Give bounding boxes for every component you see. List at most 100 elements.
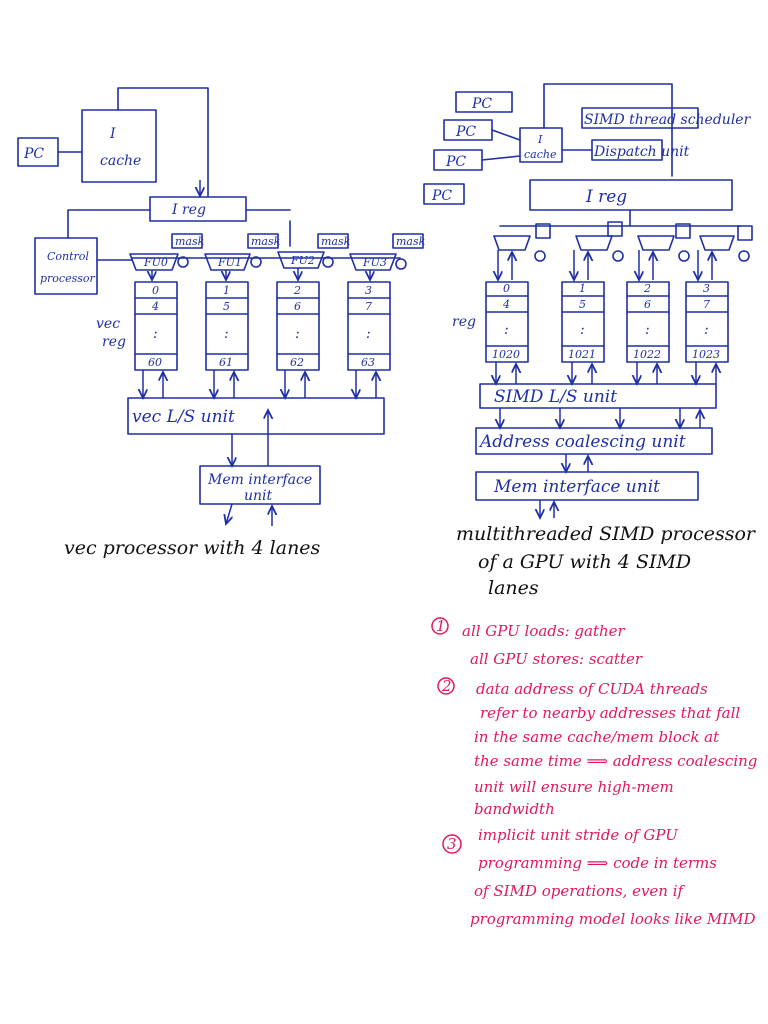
left-lane-dots: : — [366, 326, 371, 342]
left-control-label-2: processor — [40, 272, 96, 285]
left-lane-top: 3 — [365, 284, 372, 297]
right-lane-second: 5 — [579, 298, 586, 311]
right-lane-second: 6 — [644, 298, 651, 311]
note-2-marker: 2 — [441, 677, 452, 695]
right-ls-unit-label: SIMD L/S unit — [494, 387, 617, 407]
left-lane-1: FU1 mask 1 5 : 61 — [204, 233, 281, 398]
left-ireg-box — [149, 196, 247, 222]
right-lane-second: 7 — [703, 298, 710, 311]
left-ireg-label: I reg — [171, 202, 206, 218]
right-scheduler-box — [581, 107, 699, 129]
right-mem-label: Mem interface unit — [493, 477, 660, 497]
right-lane-top: 0 — [503, 282, 510, 295]
note-3-line-2: programming ⟹ code in terms — [478, 854, 717, 872]
right-lane-3: 3 7 : 1023 — [685, 225, 753, 384]
right-reg-column — [561, 281, 605, 363]
right-ireg-box — [529, 179, 733, 211]
annotation-notes: 1 all GPU loads: gather all GPU stores: … — [431, 617, 757, 928]
right-caption-1: multithreaded SIMD processor — [456, 523, 757, 545]
left-lane-second: 6 — [294, 300, 301, 313]
right-lane-dots: : — [645, 322, 650, 338]
right-caption-2: of a GPU with 4 SIMD — [478, 551, 691, 573]
right-reg-column — [485, 281, 529, 363]
right-lane-bottom: 1021 — [568, 348, 596, 361]
note-1-line-1: all GPU loads: gather — [462, 622, 626, 640]
left-ls-unit-label: vec L/S unit — [132, 407, 235, 427]
left-fu-label: FU0 — [143, 256, 168, 269]
note-1-marker-circle — [431, 617, 449, 635]
left-control-label-1: Control — [47, 250, 89, 263]
right-coalescing-box — [475, 427, 713, 455]
left-vec-reg-label-1: vec — [96, 316, 120, 332]
left-lane-bottom: 62 — [290, 356, 304, 369]
right-reg-label: reg — [452, 314, 476, 330]
right-pc-label: PC — [445, 154, 466, 170]
right-ls-unit-box — [479, 383, 717, 409]
note-1-marker: 1 — [436, 617, 446, 635]
right-lane-dots: : — [580, 322, 585, 338]
left-lane-dots: : — [224, 326, 229, 342]
right-lane-bottom: 1023 — [692, 348, 720, 361]
left-lane-second: 4 — [151, 300, 159, 313]
left-lane-2: FU2 mask 2 6 : 62 — [276, 233, 351, 398]
left-mem-label-1: Mem interface — [207, 472, 312, 488]
note-2-line-2: refer to nearby addresses that fall — [480, 704, 740, 722]
right-lane-dots: : — [704, 322, 709, 338]
right-lane-1: 1 5 : 1021 — [561, 221, 624, 384]
right-dispatch-box — [591, 139, 663, 161]
left-vec-reg-label-2: reg — [102, 334, 126, 350]
right-reg-column — [626, 281, 670, 363]
left-icache-label-2: cache — [100, 153, 141, 169]
right-lane-top: 1 — [579, 282, 586, 295]
left-mask-label: mask — [175, 235, 205, 248]
left-mem-interface-box — [199, 465, 321, 505]
right-pc-label: PC — [455, 124, 476, 140]
right-lane-second: 4 — [502, 298, 510, 311]
right-pc-label: PC — [431, 188, 452, 204]
left-lane-bottom: 63 — [361, 356, 375, 369]
left-lane-top: 0 — [152, 284, 159, 297]
left-ls-unit-box — [127, 397, 385, 435]
left-lane-second: 5 — [223, 300, 230, 313]
left-fu-label: FU1 — [217, 256, 242, 269]
left-pc-label: PC — [23, 146, 44, 162]
note-2-line-4: the same time ⟹ address coalescing — [474, 752, 757, 770]
right-coalescing-label: Address coalescing unit — [478, 432, 686, 452]
left-lane-top: 2 — [293, 284, 301, 297]
left-lane-3: FU3 mask 3 7 : 63 — [347, 233, 426, 398]
vector-processor-diagram: PC I cache I reg Control processor FU0 m… — [17, 87, 426, 559]
right-dispatch-label: Dispatch unit — [593, 144, 690, 160]
left-lane-dots: : — [295, 326, 300, 342]
note-1-line-2: all GPU stores: scatter — [470, 650, 643, 668]
right-pc-box — [423, 183, 465, 205]
left-mask-label: mask — [396, 235, 426, 248]
left-caption: vec processor with 4 lanes — [64, 537, 321, 559]
left-lane-dots: : — [153, 326, 158, 342]
note-3-marker-circle — [442, 834, 462, 854]
left-lane-second: 7 — [365, 300, 372, 313]
right-icache-label-2: cache — [524, 148, 557, 161]
left-icache-label-1: I — [109, 126, 116, 142]
right-lane-2: 2 6 : 1022 — [626, 223, 691, 384]
left-mask-label: mask — [321, 235, 351, 248]
left-mask-label: mask — [251, 235, 281, 248]
left-control-processor-box — [34, 237, 98, 295]
note-2-marker-circle — [437, 677, 455, 695]
right-caption-3: lanes — [488, 577, 539, 599]
right-scheduler-label: SIMD thread scheduler — [584, 112, 752, 128]
right-icache-box — [519, 127, 563, 163]
note-3-line-4: programming model looks like MIMD — [470, 910, 756, 928]
note-2-line-6: bandwidth — [474, 800, 555, 818]
note-3-marker: 3 — [447, 835, 457, 853]
left-fu-label: FU3 — [362, 256, 387, 269]
left-mem-label-2: unit — [244, 488, 273, 504]
right-mem-interface-box — [475, 471, 699, 501]
right-icache-label-1: I — [537, 133, 543, 146]
right-pc-label: PC — [471, 96, 492, 112]
note-2-line-3: in the same cache/mem block at — [474, 728, 720, 746]
simd-processor-diagram: PC PC PC PC I cache SIMD thread schedule… — [423, 83, 757, 599]
right-lane-bottom: 1022 — [633, 348, 661, 361]
note-2-line-1: data address of CUDA threads — [476, 680, 708, 698]
left-fu-label: FU2 — [290, 254, 315, 267]
note-2-line-5: unit will ensure high-mem — [474, 778, 674, 796]
